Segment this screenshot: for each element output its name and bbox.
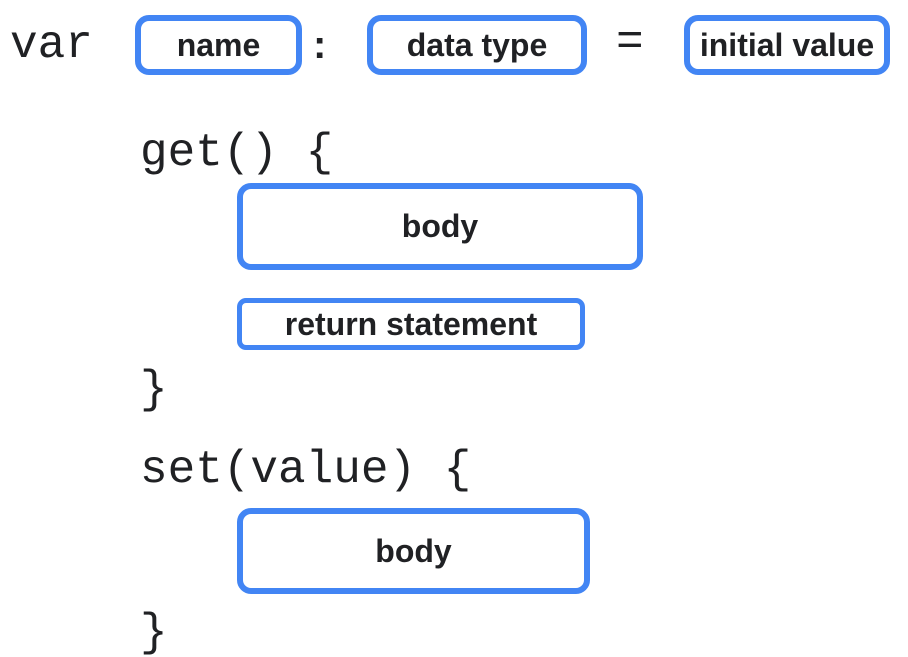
getter-body-placeholder-label: body	[401, 208, 479, 244]
var-keyword: var	[10, 19, 93, 71]
colon-separator: :	[313, 23, 327, 67]
data-type-placeholder-label: data type	[406, 26, 548, 63]
equals-sign: =	[616, 17, 644, 69]
name-placeholder-label: name	[176, 26, 261, 63]
data-type-placeholder-box: data type	[367, 15, 587, 75]
getter-opening: get() {	[140, 127, 334, 179]
getter-closing-brace: }	[140, 364, 168, 416]
setter-body-placeholder-label: body	[375, 532, 452, 569]
setter-closing-brace: }	[140, 607, 168, 657]
initial-value-placeholder-label: initial value	[699, 26, 875, 63]
name-placeholder-box: name	[135, 15, 302, 75]
return-statement-placeholder-box: return statement	[237, 298, 585, 350]
setter-body-placeholder-box: body	[237, 508, 590, 594]
return-statement-placeholder-label: return statement	[284, 305, 538, 342]
getter-body-placeholder-box: body	[237, 183, 643, 270]
setter-opening: set(value) {	[140, 444, 472, 496]
initial-value-placeholder-box: initial value	[684, 15, 890, 75]
